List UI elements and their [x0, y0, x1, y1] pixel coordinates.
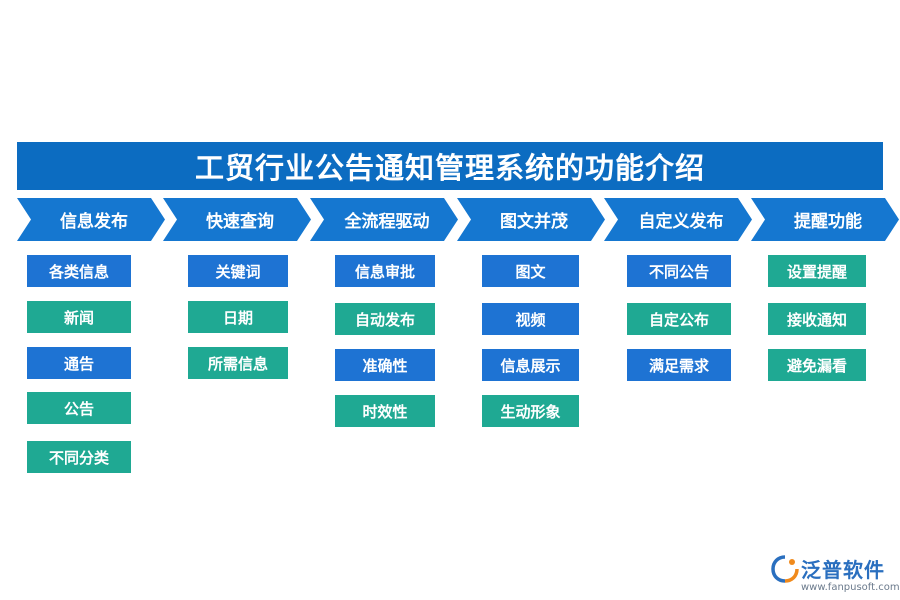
- feature-box: 生动形象: [482, 395, 579, 427]
- page-title: 工贸行业公告通知管理系统的功能介绍: [194, 151, 705, 185]
- brand-url: www.fanpusoft.com: [801, 582, 900, 593]
- feature-box: 视频: [482, 303, 579, 335]
- title-banner: 工贸行业公告通知管理系统的功能介绍: [17, 142, 883, 190]
- category-chevron-full-process: 全流程驱动: [310, 198, 458, 241]
- feature-box: 不同公告: [627, 255, 731, 287]
- feature-box: 避免漏看: [768, 349, 866, 381]
- feature-box: 通告: [27, 347, 131, 379]
- feature-box: 日期: [188, 301, 288, 333]
- category-chevron-reminder: 提醒功能: [751, 198, 899, 241]
- feature-box: 信息展示: [482, 349, 579, 381]
- feature-box: 信息审批: [335, 255, 435, 287]
- category-chevron-info-publish: 信息发布: [17, 198, 165, 241]
- feature-box: 新闻: [27, 301, 131, 333]
- category-row: 信息发布 快速查询 全流程驱动 图文并茂 自定义发布 提醒功能: [0, 198, 900, 241]
- feature-box: 满足需求: [627, 349, 731, 381]
- feature-box: 自动发布: [335, 303, 435, 335]
- feature-box: 准确性: [335, 349, 435, 381]
- feature-box: 公告: [27, 392, 131, 424]
- category-label: 图文并茂: [500, 212, 568, 232]
- feature-box: 不同分类: [27, 441, 131, 473]
- feature-box: 时效性: [335, 395, 435, 427]
- feature-box: 所需信息: [188, 347, 288, 379]
- brand-name: 泛普软件: [801, 558, 885, 582]
- category-label: 全流程驱动: [344, 212, 430, 232]
- category-label: 提醒功能: [794, 212, 862, 232]
- category-label: 自定义发布: [638, 212, 724, 232]
- feature-box: 各类信息: [27, 255, 131, 287]
- feature-box: 图文: [482, 255, 579, 287]
- brand-logo: 泛普软件 www.fanpusoft.com: [770, 552, 900, 598]
- category-label: 信息发布: [60, 212, 128, 232]
- category-chevron-quick-search: 快速查询: [163, 198, 311, 241]
- feature-box: 自定公布: [627, 303, 731, 335]
- category-chevron-rich-media: 图文并茂: [457, 198, 605, 241]
- feature-box: 设置提醒: [768, 255, 866, 287]
- feature-box: 接收通知: [768, 303, 866, 335]
- category-label: 快速查询: [206, 212, 274, 232]
- category-chevron-custom-publish: 自定义发布: [604, 198, 752, 241]
- feature-box: 关键词: [188, 255, 288, 287]
- fanpu-logo-icon: [771, 555, 799, 583]
